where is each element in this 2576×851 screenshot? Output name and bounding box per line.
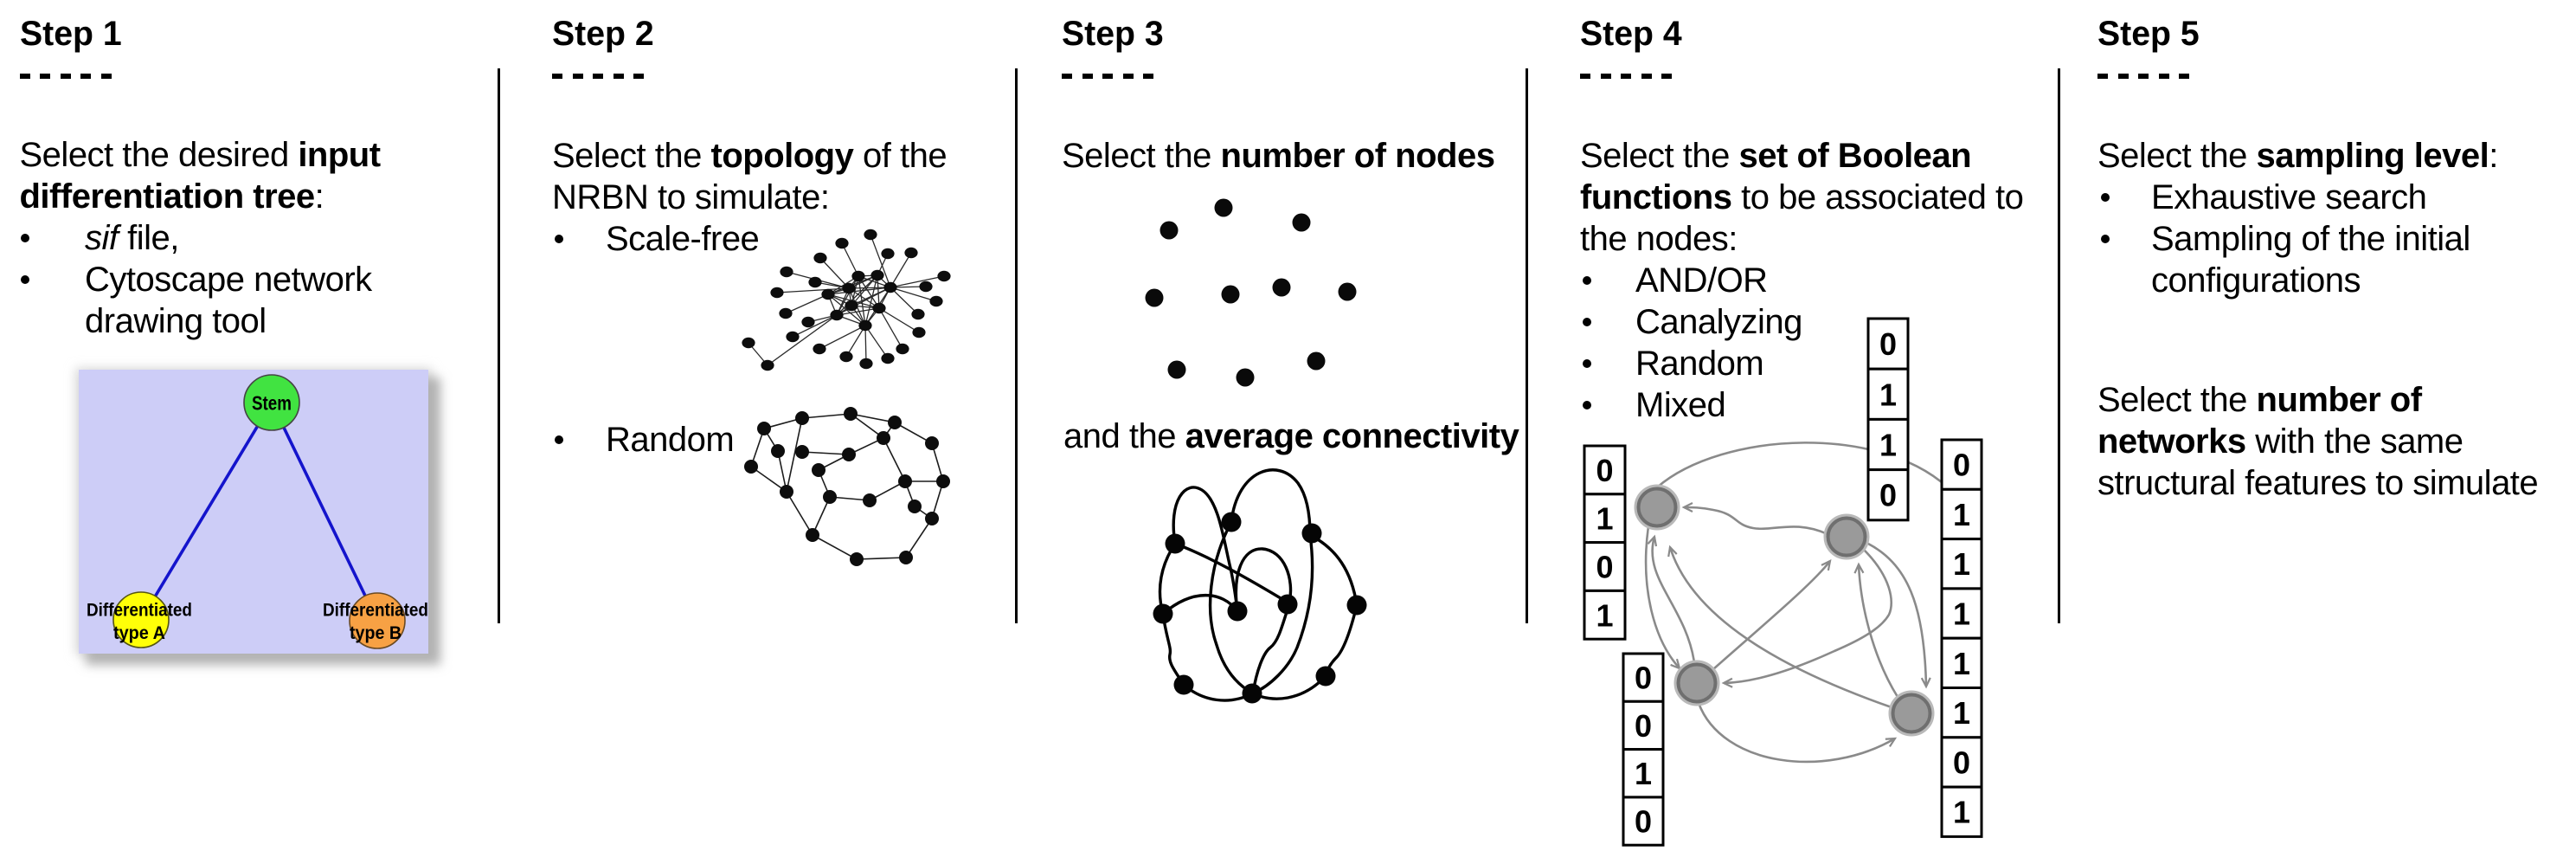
- svg-text:type A: type A: [113, 622, 165, 643]
- svg-text:1: 1: [1596, 597, 1613, 633]
- svg-text:0: 0: [1953, 448, 1970, 483]
- svg-text:0: 0: [1635, 708, 1652, 744]
- svg-text:0: 0: [1879, 478, 1897, 513]
- svg-text:type B: type B: [350, 622, 401, 643]
- svg-text:1: 1: [1953, 546, 1970, 582]
- svg-text:0: 0: [1879, 326, 1897, 362]
- svg-text:1: 1: [1953, 695, 1970, 731]
- svg-text:0: 0: [1596, 550, 1613, 585]
- svg-text:0: 0: [1953, 745, 1970, 780]
- svg-text:1: 1: [1953, 795, 1970, 830]
- svg-text:1: 1: [1596, 501, 1613, 537]
- svg-text:0: 0: [1635, 804, 1652, 840]
- svg-text:1: 1: [1953, 646, 1970, 681]
- svg-text:1: 1: [1879, 428, 1897, 463]
- svg-text:Differentiated: Differentiated: [87, 600, 192, 621]
- svg-text:0: 0: [1635, 661, 1652, 696]
- svg-text:0: 0: [1596, 453, 1613, 488]
- svg-text:1: 1: [1879, 377, 1897, 412]
- svg-text:Differentiated: Differentiated: [323, 600, 428, 621]
- svg-text:1: 1: [1953, 596, 1970, 632]
- svg-text:Stem: Stem: [252, 392, 292, 415]
- svg-text:1: 1: [1635, 756, 1652, 791]
- svg-text:1: 1: [1953, 497, 1970, 532]
